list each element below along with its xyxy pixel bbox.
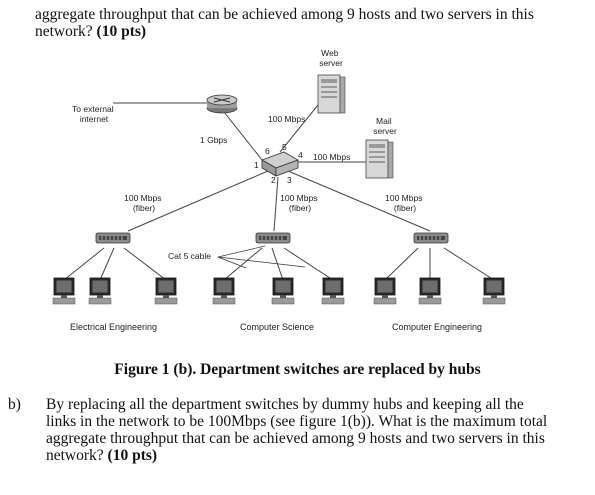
- question-label: b): [8, 396, 21, 413]
- mail-server-icon: [365, 139, 394, 179]
- switch-cs-link: [273, 176, 279, 232]
- mail-link-label: 100 Mbps: [313, 152, 350, 162]
- host-computer-icon: [52, 277, 76, 305]
- text-line: aggregate throughput that can be achieve…: [35, 6, 534, 23]
- port-label: 5: [282, 142, 287, 152]
- port-label: 6: [265, 146, 270, 156]
- web-link-label: 100 Mbps: [268, 114, 305, 124]
- external-internet-label: To external internet: [72, 104, 116, 124]
- host-computer-icon: [418, 277, 442, 305]
- text-line: aggregate throughput that can be achieve…: [46, 430, 545, 447]
- central-switch-icon: [261, 151, 299, 177]
- switch-ce-link: [287, 170, 431, 232]
- mail-server-label: Mail server: [373, 116, 397, 136]
- gbps-link-label: 1 Gbps: [200, 135, 227, 145]
- cs-link-label: 100 Mbps (fiber): [280, 193, 320, 213]
- dept-label-ee: Electrical Engineering: [70, 322, 157, 332]
- dept-label-ce: Computer Engineering: [392, 322, 482, 332]
- hub-ce-icon: [413, 232, 449, 244]
- question-text: By replacing all the department switches…: [46, 396, 576, 464]
- port-labels: 6 5 4 1 2 3: [254, 142, 303, 185]
- points-label: (10 pts): [96, 23, 147, 40]
- question-a-tail: aggregate throughput that can be achieve…: [35, 6, 575, 40]
- figure-caption: Figure 1 (b). Department switches are re…: [114, 361, 481, 378]
- points-label: (10 pts): [107, 447, 158, 464]
- hub-cs-icon: [255, 232, 291, 244]
- host-computer-icon: [321, 277, 345, 305]
- host-computer-icon: [154, 277, 178, 305]
- web-server-link: [279, 104, 319, 153]
- ee-link-label: 100 Mbps (fiber): [124, 193, 164, 213]
- port-label: 1: [254, 160, 259, 170]
- text-line: network? (10 pts): [46, 447, 158, 464]
- host-computer-icon: [373, 277, 397, 305]
- switch-ee-link: [127, 170, 269, 232]
- port-label: 4: [298, 150, 303, 160]
- host-computer-icon: [212, 277, 236, 305]
- host-computer-icon: [271, 277, 295, 305]
- dept-label-cs: Computer Science: [240, 322, 314, 332]
- ce-link-label: 100 Mbps (fiber): [385, 193, 425, 213]
- hub-ee-icon: [95, 232, 131, 244]
- host-computer-icon: [482, 277, 506, 305]
- router-switch-link: [223, 111, 267, 166]
- links: [63, 102, 495, 281]
- router-icon: [206, 94, 238, 114]
- network-diagram: Web server Mail server To external inter…: [52, 48, 506, 332]
- port-label: 2: [271, 175, 276, 185]
- port-label: 3: [287, 175, 292, 185]
- cat5-pointer: [217, 245, 306, 269]
- text-line: By replacing all the department switches…: [46, 396, 524, 413]
- web-server-icon: [317, 74, 346, 114]
- web-server-label: Web server: [319, 48, 343, 68]
- text-line: network? (10 pts): [35, 23, 147, 40]
- cat5-cable-label: Cat 5 cable: [168, 251, 211, 261]
- host-computer-icon: [88, 277, 112, 305]
- text-line: links in the network to be 100Mbps (see …: [46, 413, 548, 430]
